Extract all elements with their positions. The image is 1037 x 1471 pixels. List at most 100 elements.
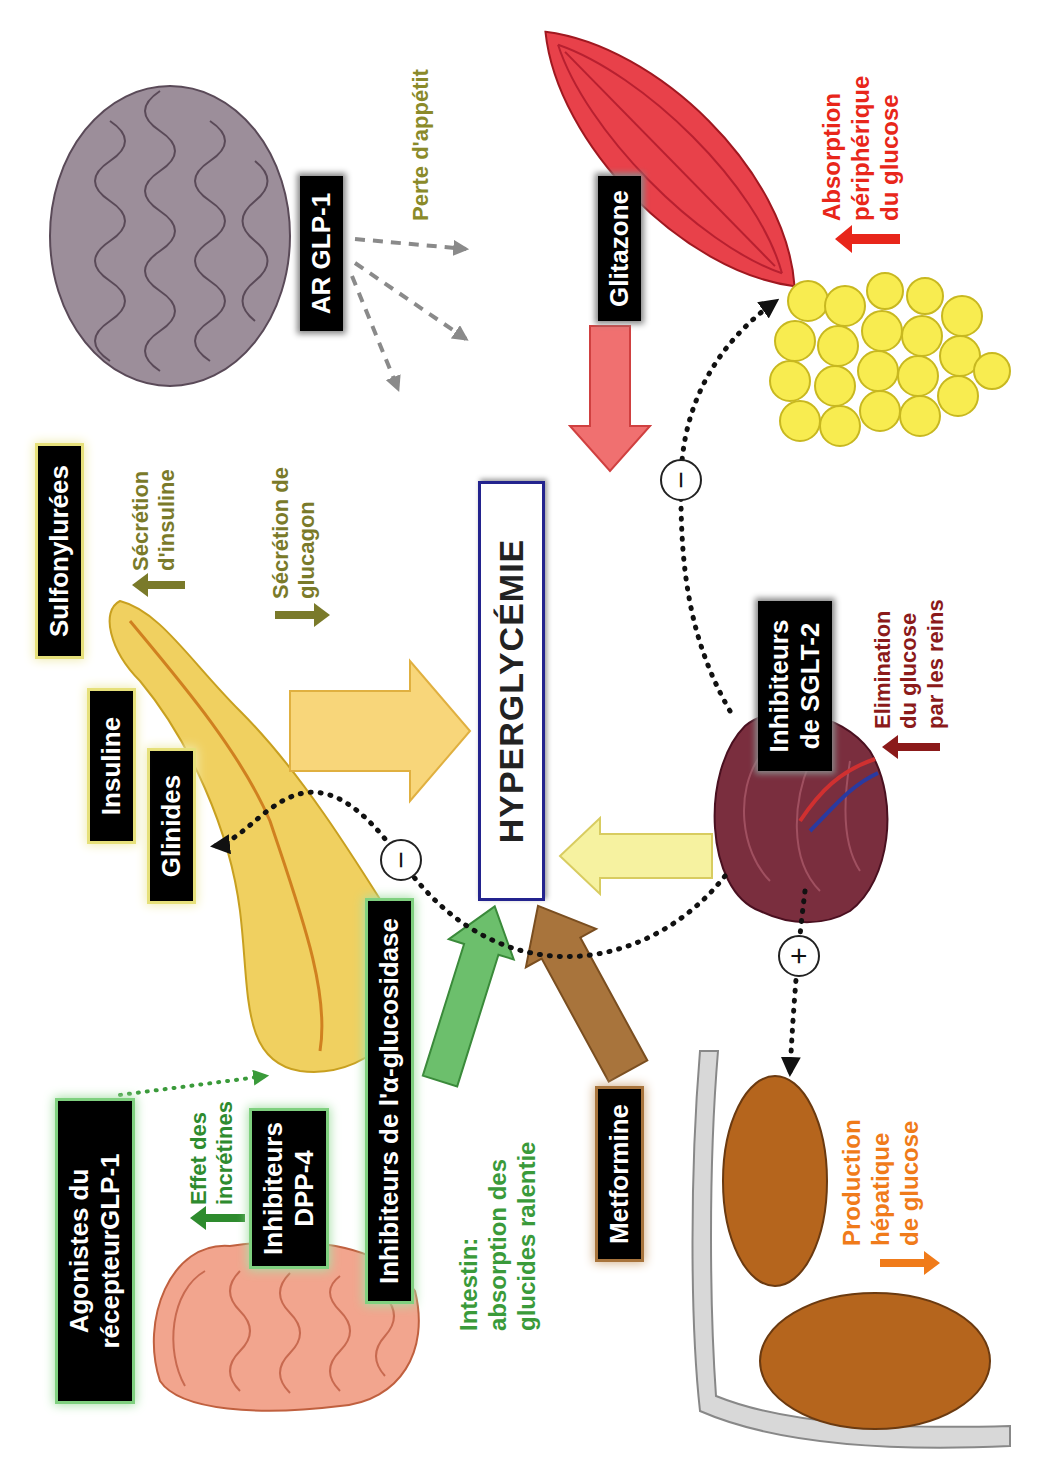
- kidney-arrow: [560, 818, 712, 894]
- fat-cells-illustration-part: [825, 286, 865, 326]
- drug-box: Metformine: [598, 1089, 641, 1259]
- box-label: AR GLP-1: [306, 186, 337, 321]
- box-label: Inhibiteurs de l'α-glucosidase: [374, 911, 405, 1291]
- fat-cells-illustration-part: [775, 321, 815, 361]
- intestine-illustration-part: [376, 1296, 394, 1376]
- box-label: Inhibiteurs de SGLT-2: [764, 611, 826, 761]
- kidney-illustration-part: [744, 756, 770, 881]
- box-label: Insuline: [96, 701, 127, 831]
- increase-arrow: [882, 735, 940, 759]
- liver-arrow: [503, 887, 663, 1090]
- kidney-arrow-part: [560, 818, 712, 894]
- drug-box: Inhibiteurs de SGLT-2: [758, 601, 832, 771]
- fat-cells-illustration-part: [780, 401, 820, 441]
- brain-illustration-part: [50, 86, 290, 386]
- effect-arrows-part: [355, 239, 466, 249]
- liver-illustration-part: [693, 1051, 1011, 1448]
- box-label: Glitazone: [604, 186, 635, 311]
- effect-arrows: [352, 239, 466, 389]
- annotation-label: Absorption périphérique du glucose: [818, 51, 904, 221]
- hyperglycemia-box: HYPERGLYCÉMIE: [478, 481, 545, 901]
- drug-box: Glitazone: [598, 176, 641, 321]
- increase-arrow: [132, 573, 185, 597]
- sign-circle: +: [778, 935, 820, 977]
- muscle-arrow-part: [570, 326, 650, 471]
- pancreas-arrow-part: [290, 661, 470, 801]
- box-label: HYPERGLYCÉMIE: [491, 496, 532, 886]
- drug-box: Inhibiteurs DPP-4: [252, 1111, 326, 1266]
- fat-cells-illustration-part: [858, 351, 898, 391]
- dotted-pathways-part: [790, 891, 805, 1073]
- brain-illustration-part: [145, 91, 175, 371]
- decrease-arrow: [880, 1251, 940, 1275]
- sign-circle: −: [380, 839, 422, 881]
- muscle-illustration: [508, 0, 833, 323]
- fat-cells-illustration-part: [942, 296, 982, 336]
- brain-illustration: [50, 86, 290, 386]
- muscle-arrow: [570, 326, 650, 471]
- fat-cells-illustration-part: [938, 376, 978, 416]
- muscle-illustration-part: [565, 52, 775, 266]
- fat-cells-illustration-part: [867, 273, 903, 309]
- liver-arrow-part: [503, 887, 663, 1090]
- pancreas-arrow: [290, 661, 470, 801]
- drug-box: AR GLP-1: [300, 176, 343, 331]
- drug-box: Sulfonylurées: [38, 446, 81, 656]
- kidney-illustration-part: [846, 761, 860, 871]
- muscle-illustration-part: [558, 22, 805, 273]
- increase-arrow: [835, 225, 900, 253]
- box-label: Sulfonylurées: [44, 456, 75, 646]
- drug-box: Inhibiteurs de l'α-glucosidase: [368, 901, 411, 1301]
- box-label: +: [784, 947, 814, 965]
- box-label: −: [666, 471, 696, 489]
- drug-box: Glinides: [150, 751, 193, 901]
- box-label: Inhibiteurs DPP-4: [258, 1121, 320, 1256]
- fat-cells-illustration-part: [902, 316, 942, 356]
- liver-illustration-part: [760, 1293, 990, 1429]
- muscle-illustration-part: [508, 0, 833, 323]
- fat-cells-illustration-part: [818, 326, 858, 366]
- effect-arrows-part: [355, 263, 466, 339]
- fat-cells-illustration-part: [815, 366, 855, 406]
- fat-cells-illustration-part: [862, 311, 902, 351]
- fat-cells-illustration-part: [900, 396, 940, 436]
- effect-arrows-part: [352, 276, 398, 389]
- intestine-illustration-part: [230, 1271, 250, 1391]
- fat-cells-illustration-part: [770, 361, 810, 401]
- annotation-label: Sécrétion de glucagon: [268, 459, 321, 599]
- fat-cells-illustration-part: [898, 356, 938, 396]
- pancreas-illustration-part: [130, 621, 322, 1051]
- fat-cells-illustration-part: [974, 353, 1010, 389]
- liver-illustration-part: [723, 1076, 827, 1286]
- box-label: Metformine: [604, 1099, 635, 1249]
- drug-box: Agonistes du récepteurGLP-1: [58, 1101, 132, 1401]
- decrease-arrow: [275, 603, 330, 627]
- annotation-label: Intestin: absorption des glucides ralent…: [455, 1116, 541, 1331]
- dotted-pathways: [214, 301, 805, 1073]
- annotation-label: Sécrétion d'insuline: [128, 441, 181, 571]
- annotation-label: Perte d'appétit: [408, 21, 434, 221]
- annotation-label: Effet des incrétines: [186, 1090, 239, 1205]
- fat-cells-illustration-part: [788, 281, 828, 321]
- kidney-illustration-part: [810, 773, 878, 831]
- intestine-illustration-part: [330, 1276, 350, 1391]
- intestine-illustration-part: [173, 1271, 205, 1386]
- increase-arrow: [190, 1206, 245, 1230]
- fat-cells-illustration-part: [907, 278, 943, 314]
- fat-cells-illustration-part: [820, 406, 860, 446]
- muscle-illustration-part: [537, 45, 782, 295]
- brain-illustration-part: [95, 121, 125, 361]
- brain-illustration-part: [243, 161, 268, 321]
- fat-cells-illustration-part: [860, 391, 900, 431]
- liver-illustration: [693, 1051, 1011, 1448]
- drug-box: Insuline: [90, 691, 133, 841]
- box-label: Glinides: [156, 761, 187, 891]
- sign-circle: −: [660, 459, 702, 501]
- fat-cells-illustration: [770, 273, 1010, 446]
- intestine-illustration-part: [280, 1273, 300, 1393]
- annotation-label: Elimination du glucose par les reins: [870, 589, 949, 729]
- box-label: −: [386, 851, 416, 869]
- box-label: Agonistes du récepteurGLP-1: [64, 1111, 126, 1391]
- dotted-pathways-part: [214, 792, 725, 956]
